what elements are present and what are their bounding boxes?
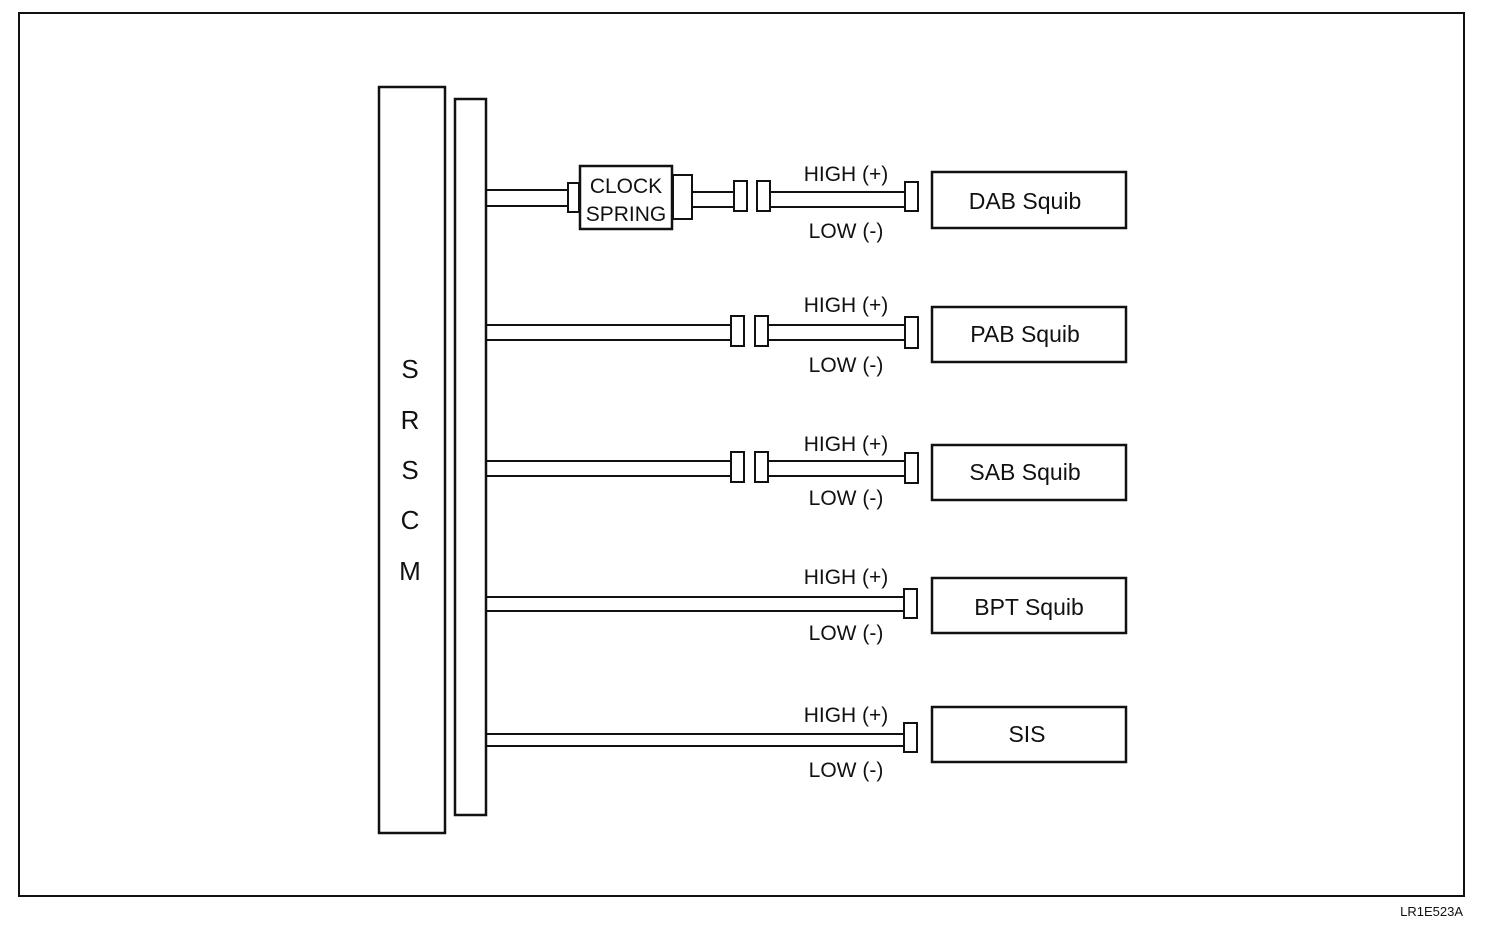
bpt-squib-box	[930, 576, 1128, 635]
sab-squib-label: SAB Squib	[969, 459, 1080, 485]
srscm-letter-s2: S	[401, 455, 418, 485]
pab-connector-half-2	[754, 315, 769, 347]
pab-low-label: LOW (-)	[809, 354, 884, 377]
figure-id: LR1E523A	[1400, 904, 1463, 919]
srscm-letter-c: C	[401, 505, 420, 535]
sab-low-label: LOW (-)	[809, 487, 884, 510]
srscm-box	[377, 85, 447, 835]
pab-high-label: HIGH (+)	[804, 294, 889, 317]
dab-squib-box	[930, 170, 1128, 230]
sab-connector-half-2	[754, 451, 769, 483]
bpt-high-label: HIGH (+)	[804, 566, 889, 589]
pab-squib-box	[930, 305, 1128, 364]
clockspring-label-line1: CLOCK	[590, 175, 662, 198]
clockspring-connector-right	[672, 174, 693, 220]
clockspring-label-line2: SPRING	[586, 203, 667, 226]
circuit-pab: PAB Squib HIGH (+) LOW (-)	[486, 294, 1128, 377]
sis-box	[930, 705, 1128, 764]
sis-connector	[903, 722, 918, 753]
dab-connector-half-2	[756, 180, 771, 212]
circuit-sab: SAB Squib HIGH (+) LOW (-)	[486, 433, 1128, 510]
srscm-module: S R S C M	[377, 85, 447, 835]
dab-squib-connector	[904, 181, 919, 212]
sis-label: SIS	[1008, 721, 1045, 747]
sab-squib-connector	[904, 452, 919, 484]
circuit-bpt: BPT Squib HIGH (+) LOW (-)	[486, 566, 1128, 645]
dab-high-label: HIGH (+)	[804, 163, 889, 186]
circuit-dab: CLOCK SPRING DAB Squib HIGH (+) LOW (-)	[486, 163, 1128, 243]
bpt-squib-label: BPT Squib	[974, 594, 1084, 620]
bpt-low-label: LOW (-)	[809, 622, 884, 645]
diagram-frame	[18, 12, 1465, 897]
dab-connector-half-1	[733, 180, 748, 212]
sis-high-label: HIGH (+)	[804, 704, 889, 727]
dab-squib-label: DAB Squib	[969, 188, 1082, 214]
circuit-sis: SIS HIGH (+) LOW (-)	[486, 704, 1128, 782]
pab-connector-half-1	[730, 315, 745, 347]
srscm-letter-r: R	[401, 405, 420, 435]
clockspring-connector-left	[567, 182, 580, 213]
harness-connector	[453, 97, 488, 817]
sab-connector-half-1	[730, 451, 745, 483]
bpt-squib-connector	[903, 588, 918, 619]
srscm-letter-s1: S	[401, 354, 418, 384]
sab-high-label: HIGH (+)	[804, 433, 889, 456]
srscm-letter-m: M	[399, 556, 421, 586]
sab-squib-box	[930, 443, 1128, 502]
pab-squib-label: PAB Squib	[970, 321, 1080, 347]
sis-low-label: LOW (-)	[809, 759, 884, 782]
pab-squib-connector	[904, 316, 919, 349]
dab-low-label: LOW (-)	[809, 220, 884, 243]
